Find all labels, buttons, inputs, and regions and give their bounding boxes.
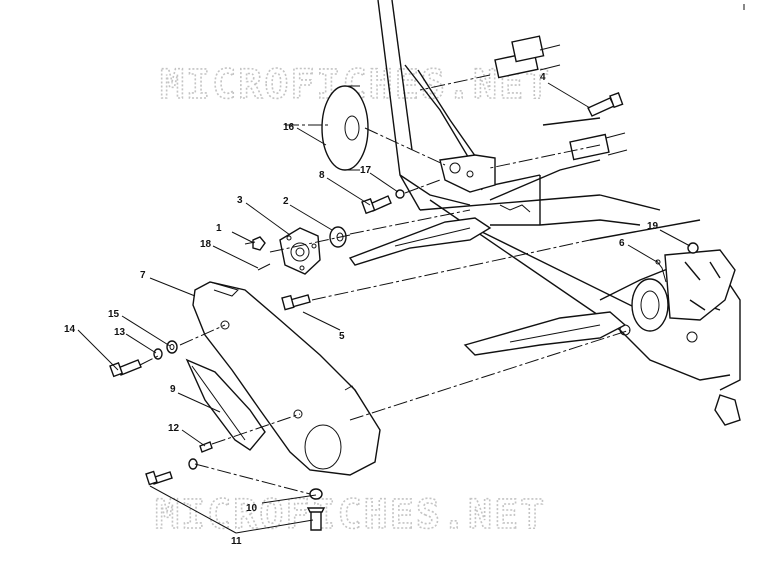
part-3-bearing-flange — [279, 227, 321, 275]
part-13-washer — [153, 348, 163, 360]
callout-5: 5 — [339, 331, 345, 342]
callout-18: 18 — [200, 239, 212, 250]
callout-2: 2 — [283, 196, 289, 207]
part-10-washer — [188, 458, 323, 500]
assembly-centerlines — [139, 74, 631, 495]
callout-7: 7 — [140, 270, 146, 281]
part-1-nut — [252, 236, 266, 251]
part-19-nut — [687, 242, 699, 254]
callout-3: 3 — [237, 195, 243, 206]
callout-16: 16 — [283, 122, 295, 133]
part-5-bolt — [281, 294, 311, 311]
callout-15: 15 — [108, 309, 120, 320]
part-16-washer-disc — [321, 85, 369, 171]
callout-11: 11 — [231, 536, 242, 547]
callout-13: 13 — [114, 327, 126, 338]
part-12-rivet — [199, 441, 213, 453]
part-14-bolt — [109, 359, 142, 378]
part-8-bolt — [361, 195, 392, 215]
callout-17: 17 — [360, 165, 372, 176]
part-18-pin — [257, 263, 271, 271]
callout-8: 8 — [319, 170, 325, 181]
frame-assembly — [348, 0, 741, 426]
callout-12: 12 — [168, 423, 180, 434]
callout-6: 6 — [619, 238, 625, 249]
callout-14: 14 — [64, 324, 76, 335]
callout-19: 19 — [647, 221, 659, 232]
watermark-bottom: MICROFICHES.NET — [155, 492, 546, 538]
callout-1: 1 — [216, 223, 222, 234]
callout-10: 10 — [246, 503, 258, 514]
part-7-chain-guard — [192, 281, 381, 476]
callout-labels: 1 2 3 4 5 6 7 8 9 10 11 12 13 14 15 16 1… — [64, 72, 659, 547]
leader-lines — [77, 82, 691, 534]
part-4-bolt — [587, 92, 624, 117]
part-11-bolt — [145, 470, 326, 531]
callout-4: 4 — [540, 72, 546, 83]
part-15-washer — [166, 340, 178, 354]
part-9-guard-plate — [185, 358, 266, 451]
callout-9: 9 — [170, 384, 176, 395]
part-2-spacer — [329, 226, 347, 248]
part-6-clip — [655, 259, 667, 283]
